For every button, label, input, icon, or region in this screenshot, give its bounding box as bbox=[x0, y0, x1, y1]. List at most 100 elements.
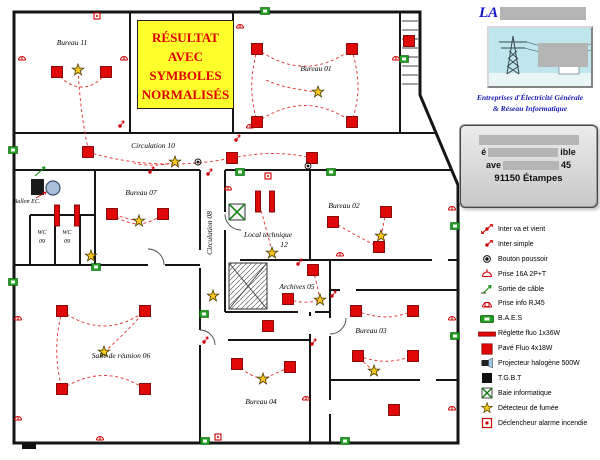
legend-label: Projecteur halogène 500W bbox=[498, 359, 580, 367]
floor-plan: Bureau 11 Bureau 01 Circulation 10 Bureau 0… bbox=[8, 7, 460, 449]
pave-fluo-light bbox=[306, 152, 318, 164]
ballon-pointer-arrow bbox=[35, 191, 47, 199]
legend-item-prise-16a: Prise 16A 2P+T bbox=[478, 267, 600, 282]
redaction-box bbox=[478, 134, 579, 145]
legend-label: Bouton poussoir bbox=[498, 255, 548, 263]
inter-simple-icon bbox=[478, 238, 498, 250]
pave-fluo-light bbox=[407, 350, 419, 362]
projecteur-icon bbox=[478, 357, 498, 369]
pave-fluo-light bbox=[106, 208, 118, 220]
socket-16a bbox=[120, 56, 128, 61]
room-labels-layer: Bureau 11 Bureau 01 Circulation 10 Bureau 0… bbox=[14, 38, 387, 406]
redaction-box bbox=[488, 148, 559, 158]
server-rack-baie bbox=[228, 203, 246, 221]
room-label: Bureau 03 bbox=[355, 326, 386, 335]
address-line-1 bbox=[461, 133, 596, 146]
socket-16a bbox=[246, 124, 254, 129]
light-switch-arm bbox=[235, 134, 241, 141]
inter-va-et-vient-icon bbox=[478, 223, 498, 235]
detecteur-fumee-icon bbox=[478, 402, 498, 414]
address-fragment: ible bbox=[560, 147, 576, 157]
room-label: Bureau 11 bbox=[57, 38, 88, 47]
reglette-fluo-light bbox=[74, 204, 80, 227]
wiring-circuit bbox=[355, 310, 414, 372]
prise-16a-icon bbox=[478, 268, 498, 280]
pave-fluo-light bbox=[388, 404, 400, 416]
smoke-detector bbox=[97, 344, 111, 358]
baes-icon bbox=[478, 313, 498, 325]
room-label: Circulation 10 bbox=[131, 141, 175, 150]
pave-fluo-light bbox=[157, 208, 169, 220]
pave-fluo-light bbox=[407, 305, 419, 317]
cable-outlet-symbol bbox=[34, 166, 46, 177]
smoke-detector bbox=[311, 84, 325, 98]
push-button bbox=[306, 164, 310, 168]
title-line: NORMALISÉS bbox=[141, 87, 230, 102]
pave-fluo-light bbox=[282, 293, 294, 305]
fire-alarm-trigger-dot bbox=[267, 175, 269, 177]
legend-label: Inter va et vient bbox=[498, 225, 546, 233]
tgbt-icon bbox=[478, 372, 498, 384]
legend-label: Prise info RJ45 bbox=[498, 300, 545, 308]
push-button bbox=[196, 160, 200, 164]
socket-16a bbox=[14, 416, 22, 421]
room-label: Bureau 01 bbox=[300, 64, 331, 73]
wiring-circuit bbox=[87, 151, 313, 165]
legend-label: B.A.E.S bbox=[498, 315, 523, 323]
smoke-detector bbox=[168, 154, 182, 168]
smoke-detector bbox=[367, 363, 381, 377]
socket-16a bbox=[448, 206, 456, 211]
socket-16a bbox=[14, 316, 22, 321]
pave-fluo-light bbox=[352, 350, 364, 362]
fire-alarm-trigger-dot bbox=[96, 15, 98, 17]
pave-fluo-light bbox=[56, 305, 68, 317]
room-label: Ballon EC. bbox=[14, 199, 41, 205]
legend-item-projecteur: Projecteur halogène 500W bbox=[478, 356, 600, 371]
fire-alarm-trigger bbox=[214, 433, 222, 441]
pave-fluo-light bbox=[373, 241, 385, 253]
prise-rj45-icon bbox=[478, 298, 498, 310]
legend-item-inter-simple: Inter simple bbox=[478, 237, 600, 252]
legend-label: Sortie de câble bbox=[498, 285, 544, 293]
water-heater-ballon bbox=[45, 180, 61, 196]
socket-16a bbox=[448, 406, 456, 411]
company-tagline-2: & Réseau Informatique bbox=[492, 104, 568, 113]
legend-label: Prise 16A 2P+T bbox=[498, 270, 547, 278]
pave-fluo-light bbox=[327, 216, 339, 228]
pave-fluo-light bbox=[51, 66, 63, 78]
pave-fluo-light bbox=[82, 146, 94, 158]
redaction-box bbox=[503, 161, 559, 171]
room-label: 12 bbox=[280, 240, 288, 249]
legend-label: Réglette fluo 1x36W bbox=[498, 330, 561, 338]
socket-16a bbox=[392, 56, 400, 61]
light-switch-arm bbox=[149, 166, 155, 173]
socket-16a bbox=[448, 316, 456, 321]
title-line: AVEC bbox=[167, 49, 204, 64]
stairs-top-right bbox=[402, 20, 418, 85]
result-title-block: RÉSULTAT AVEC SYMBOLES NORMALISÉS bbox=[137, 20, 234, 109]
room-label: Archives 05 bbox=[278, 282, 315, 291]
socket-16a bbox=[224, 186, 232, 191]
baes-exit-light-inner bbox=[11, 280, 15, 284]
company-name: LA bbox=[479, 5, 598, 21]
light-switch-arm bbox=[203, 336, 209, 343]
baie-informatique-icon bbox=[478, 387, 498, 399]
pave-fluo-light bbox=[139, 383, 151, 395]
pave-fluo-light bbox=[262, 320, 274, 332]
legend-item-bouton-poussoir: Bouton poussoir bbox=[478, 252, 600, 267]
socket-16a bbox=[336, 252, 344, 257]
reglette-fluo-light bbox=[54, 204, 60, 227]
baes-exit-light-inner bbox=[263, 9, 267, 13]
redaction-box bbox=[538, 43, 588, 67]
light-switch-arm bbox=[119, 120, 125, 127]
threshold-mark bbox=[22, 443, 36, 449]
pave-fluo-light bbox=[307, 264, 319, 276]
socket-16a bbox=[18, 56, 26, 61]
light-switch-arm bbox=[297, 258, 303, 265]
pave-fluo-light bbox=[139, 305, 151, 317]
wiring-circuit bbox=[265, 79, 319, 93]
push-button-ring bbox=[304, 162, 312, 170]
redaction-box bbox=[500, 7, 587, 21]
